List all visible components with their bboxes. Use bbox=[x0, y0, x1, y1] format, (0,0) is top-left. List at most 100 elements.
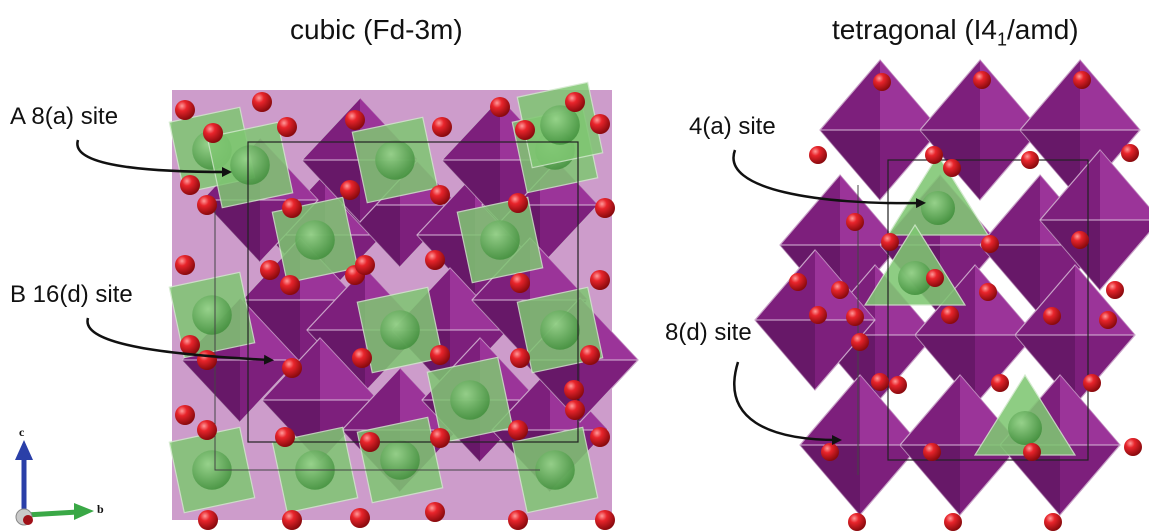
oxygen-atom bbox=[1071, 231, 1089, 249]
cubic-oxygen-atoms bbox=[175, 92, 615, 530]
oxygen-atom bbox=[275, 427, 295, 447]
oxygen-atom bbox=[260, 260, 280, 280]
oxygen-atom bbox=[282, 358, 302, 378]
tetrahedron bbox=[271, 196, 359, 284]
oxygen-atom bbox=[991, 374, 1009, 392]
arrow-a8-site bbox=[76, 139, 232, 177]
oxygen-atom bbox=[881, 233, 899, 251]
oxygen-atom bbox=[1121, 144, 1139, 162]
cubic-tetrahedra bbox=[168, 81, 604, 514]
oxygen-atom bbox=[515, 120, 535, 140]
oxygen-atom bbox=[1124, 438, 1142, 456]
tetrahedron bbox=[456, 196, 544, 284]
tetrahedron bbox=[356, 286, 444, 374]
oxygen-atom bbox=[252, 92, 272, 112]
octahedron bbox=[819, 59, 941, 201]
cubic-unit-cell-back bbox=[214, 205, 540, 471]
oxygen-atom bbox=[595, 510, 615, 530]
oxygen-atom bbox=[360, 432, 380, 452]
oxygen-atom bbox=[510, 273, 530, 293]
cubic-title: cubic (Fd-3m) bbox=[290, 14, 463, 45]
oxygen-atom bbox=[590, 114, 610, 134]
tetrahedron bbox=[511, 426, 599, 514]
oxygen-atom bbox=[1083, 374, 1101, 392]
oxygen-atom bbox=[851, 333, 869, 351]
oxygen-atom bbox=[590, 427, 610, 447]
oxygen-atom bbox=[871, 373, 889, 391]
oxygen-atom bbox=[809, 146, 827, 164]
oxygen-atom bbox=[1106, 281, 1124, 299]
tetrahedron bbox=[356, 416, 444, 504]
cubic-unit-cell bbox=[247, 141, 579, 443]
oxygen-atom bbox=[282, 198, 302, 218]
oxygen-atom bbox=[352, 348, 372, 368]
oxygen-atom bbox=[175, 100, 195, 120]
oxygen-atom bbox=[873, 73, 891, 91]
tetragonal-structure bbox=[754, 59, 1149, 531]
tetrahedron bbox=[426, 356, 514, 444]
oxygen-atom bbox=[846, 308, 864, 326]
oxygen-atom bbox=[941, 306, 959, 324]
oxygen-atom bbox=[1073, 71, 1091, 89]
oxygen-atom bbox=[590, 270, 610, 290]
c-axis-label: c bbox=[19, 425, 25, 439]
arrow-4a-site bbox=[732, 149, 926, 209]
oxygen-atom bbox=[282, 510, 302, 530]
oxygen-atom bbox=[1099, 311, 1117, 329]
oxygen-atom bbox=[180, 175, 200, 195]
oxygen-atom bbox=[277, 117, 297, 137]
tetragonal-octahedra bbox=[754, 59, 1149, 516]
tetragonal-oxygen-atoms bbox=[789, 71, 1142, 531]
b-16d-site-label: B 16(d) site bbox=[10, 281, 133, 308]
arrow-8d-site bbox=[733, 361, 842, 445]
b-axis-label: b bbox=[97, 502, 104, 516]
oxygen-atom bbox=[981, 235, 999, 253]
arrow-b16-site bbox=[86, 317, 274, 365]
tetragonal-title: tetragonal (I41/amd) bbox=[832, 14, 1079, 50]
oxygen-atom bbox=[425, 502, 445, 522]
oxygen-atom bbox=[979, 283, 997, 301]
oxygen-atom bbox=[595, 198, 615, 218]
tetrahedron bbox=[886, 153, 990, 236]
oxygen-atom bbox=[1043, 307, 1061, 325]
axis-triad bbox=[15, 440, 94, 526]
b-axis-arrow-icon bbox=[74, 503, 94, 520]
oxygen-atom bbox=[943, 159, 961, 177]
oxygen-atom bbox=[944, 513, 962, 531]
oxygen-atom bbox=[1021, 151, 1039, 169]
oxygen-atom bbox=[580, 345, 600, 365]
8d-site-label: 8(d) site bbox=[665, 319, 752, 346]
oxygen-atom bbox=[564, 380, 584, 400]
cubic-structure bbox=[168, 81, 639, 530]
oxygen-atom bbox=[197, 420, 217, 440]
oxygen-atom bbox=[430, 345, 450, 365]
oxygen-atom bbox=[565, 400, 585, 420]
a-8a-site-label: A 8(a) site bbox=[10, 103, 119, 130]
oxygen-atom bbox=[180, 335, 200, 355]
tetrahedron bbox=[206, 121, 294, 209]
octahedron bbox=[799, 374, 921, 516]
oxygen-atom bbox=[350, 508, 370, 528]
oxygen-atom bbox=[508, 420, 528, 440]
oxygen-atom bbox=[821, 443, 839, 461]
oxygen-atom bbox=[340, 180, 360, 200]
oxygen-atom bbox=[809, 306, 827, 324]
4a-site-label: 4(a) site bbox=[689, 113, 776, 140]
oxygen-atom bbox=[175, 405, 195, 425]
tetragonal-unit-cell bbox=[887, 159, 1089, 461]
oxygen-atom bbox=[432, 117, 452, 137]
oxygen-atom bbox=[925, 146, 943, 164]
oxygen-atom bbox=[973, 71, 991, 89]
oxygen-atom bbox=[197, 195, 217, 215]
oxygen-atom bbox=[831, 281, 849, 299]
oxygen-atom bbox=[1044, 513, 1062, 531]
oxygen-atom bbox=[889, 376, 907, 394]
oxygen-atom bbox=[197, 350, 217, 370]
oxygen-atom bbox=[425, 250, 445, 270]
oxygen-atom bbox=[430, 185, 450, 205]
oxygen-atom bbox=[508, 510, 528, 530]
oxygen-atom bbox=[198, 510, 218, 530]
tetrahedron bbox=[351, 116, 439, 204]
oxygen-atom bbox=[280, 275, 300, 295]
